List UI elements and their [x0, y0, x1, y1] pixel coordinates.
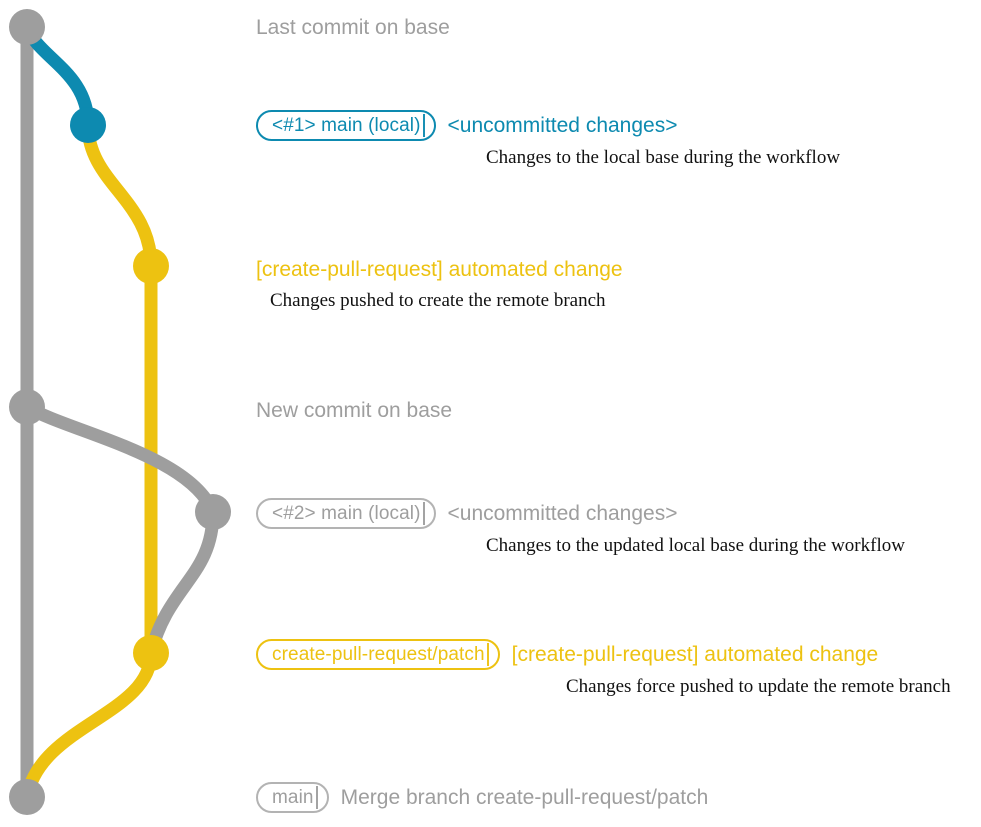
ref-badge-main[interactable]: main	[256, 782, 329, 813]
row-last-commit-on-base: Last commit on base	[256, 13, 450, 41]
commit-node-local-2[interactable]	[195, 494, 231, 530]
edge-remote2-to-merge	[20, 646, 158, 804]
commit-node-base-top[interactable]	[9, 9, 45, 45]
commit-description-local-1: Changes to the local base during the wor…	[486, 147, 841, 168]
ref-badge-label: create-pull-request/patch	[272, 644, 485, 665]
commit-node-base-new[interactable]	[9, 389, 45, 425]
commit-subject: [create-pull-request] automated change	[256, 257, 623, 281]
ref-badge-main-local-2[interactable]: <#2> main (local)	[256, 498, 436, 529]
ref-badge-create-pull-request-patch[interactable]: create-pull-request/patch	[256, 639, 500, 670]
row-local-uncommitted-2: <#2> main (local) <uncommitted changes>	[256, 498, 677, 529]
row-merge-commit: main Merge branch create-pull-request/pa…	[256, 782, 708, 813]
commit-subject: <uncommitted changes>	[447, 114, 678, 137]
edge-local1-to-remote1	[81, 118, 158, 273]
edge-basenew-to-local2	[20, 400, 220, 519]
ref-badge-main-local-1[interactable]: <#1> main (local)	[256, 110, 436, 141]
ref-badge-label: <#2> main (local)	[272, 503, 421, 524]
commit-node-remote-1[interactable]	[133, 248, 169, 284]
ref-badge-divider	[422, 502, 425, 525]
commit-description-local-2: Changes to the updated local base during…	[486, 535, 905, 556]
ref-badge-divider	[486, 643, 489, 666]
commit-node-remote-2[interactable]	[133, 635, 169, 671]
row-remote-automated-change-2: create-pull-request/patch [create-pull-r…	[256, 639, 878, 670]
row-new-commit-on-base: New commit on base	[256, 396, 452, 424]
commit-subject: Merge branch create-pull-request/patch	[340, 786, 709, 809]
ref-badge-divider	[315, 786, 318, 809]
ref-badge-divider	[422, 114, 425, 137]
commit-subject: Last commit on base	[256, 15, 450, 39]
commit-description-remote-1: Changes pushed to create the remote bran…	[270, 290, 606, 311]
edge-local2-to-remote2	[144, 505, 220, 660]
commit-node-base-merge[interactable]	[9, 779, 45, 815]
row-local-uncommitted-1: <#1> main (local) <uncommitted changes>	[256, 110, 677, 141]
ref-badge-label: <#1> main (local)	[272, 115, 421, 136]
row-remote-automated-change-1: [create-pull-request] automated change	[256, 255, 623, 283]
commit-subject: New commit on base	[256, 398, 453, 422]
commit-subject: <uncommitted changes>	[447, 502, 678, 525]
ref-badge-label: main	[272, 787, 314, 808]
commit-node-local-1[interactable]	[70, 107, 106, 143]
commit-description-remote-2: Changes force pushed to update the remot…	[566, 676, 951, 697]
commit-subject: [create-pull-request] automated change	[511, 643, 879, 666]
